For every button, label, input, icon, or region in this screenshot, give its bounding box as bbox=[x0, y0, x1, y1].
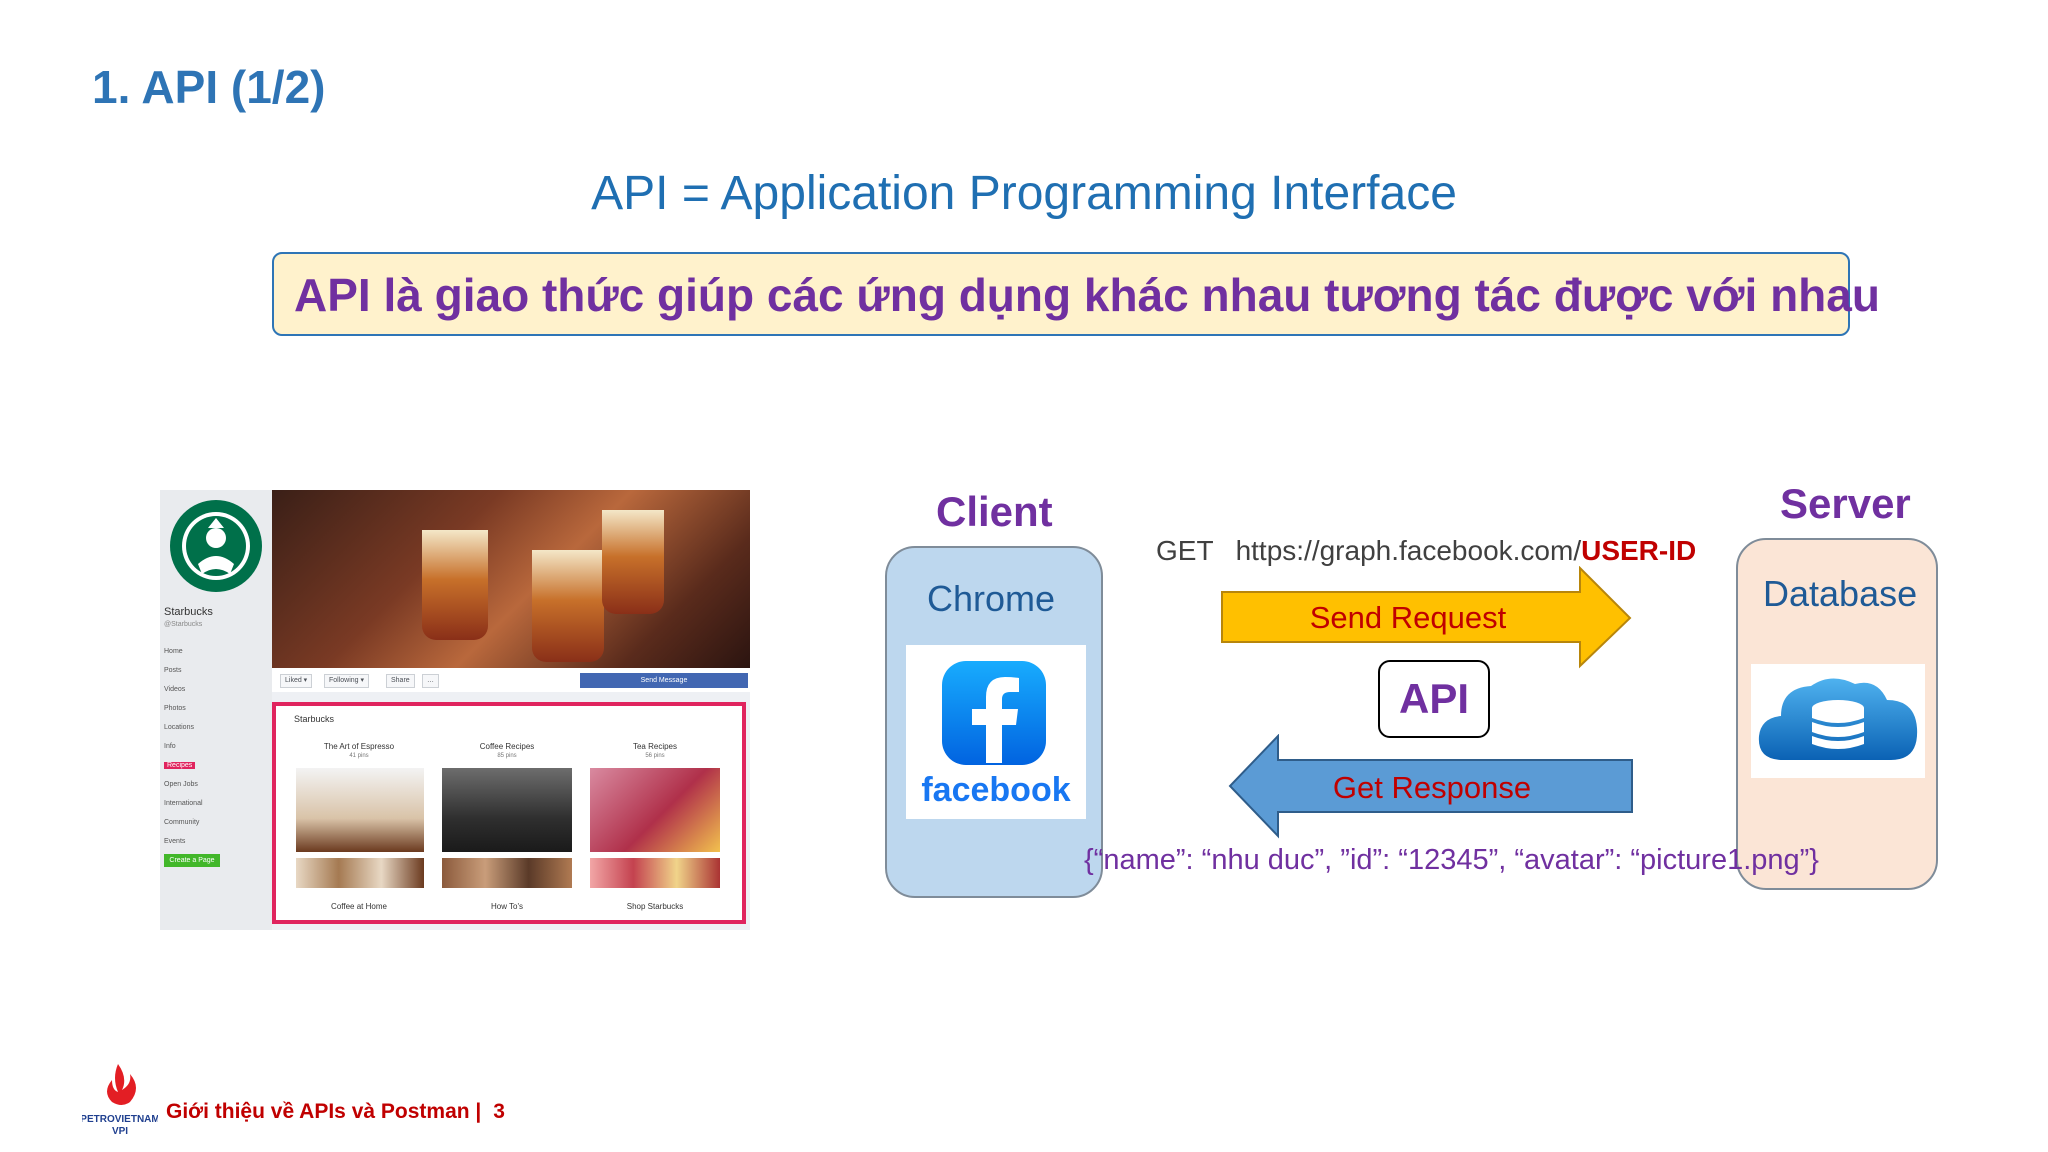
petrovietnam-logo: PETROVIETNAM VPI bbox=[82, 1064, 158, 1136]
http-method: GET bbox=[1156, 535, 1214, 566]
more-button[interactable]: … bbox=[422, 674, 439, 688]
board-title[interactable]: How To's bbox=[490, 902, 524, 911]
request-url: https://graph.facebook.com/ bbox=[1235, 535, 1582, 566]
facebook-wordmark: facebook bbox=[921, 771, 1071, 809]
fb-sidebar: Starbucks @Starbucks Home Posts Videos P… bbox=[160, 490, 272, 930]
board-subtitle: 41 pins bbox=[349, 753, 369, 759]
send-request-arrow: Send Request bbox=[1221, 566, 1632, 669]
fb-sidebar-item[interactable]: International bbox=[164, 800, 203, 807]
facebook-logo: facebook bbox=[906, 645, 1086, 819]
database-caption: Database bbox=[1763, 573, 1918, 614]
response-json: {“name”: “nhu duc”, ”id”: “12345”, “avat… bbox=[1084, 844, 1819, 876]
coffee-board-image bbox=[442, 768, 572, 852]
get-response-label: Get Response bbox=[1333, 770, 1531, 805]
fb-sidebar-item[interactable]: Open Jobs bbox=[164, 781, 198, 788]
fb-page-name: Starbucks bbox=[164, 606, 213, 618]
facebook-f-icon bbox=[942, 661, 1046, 765]
fb-sidebar-item[interactable]: Videos bbox=[164, 686, 186, 693]
drink-cup-image bbox=[532, 550, 604, 662]
board-title[interactable]: Coffee Recipes bbox=[479, 742, 535, 751]
fb-sidebar-item[interactable]: Home bbox=[164, 648, 183, 655]
create-page-button[interactable]: Create a Page bbox=[164, 854, 220, 867]
fb-sidebar-item[interactable]: Locations bbox=[164, 724, 194, 731]
drink-cup-image bbox=[422, 530, 488, 640]
logo-text-bottom: VPI bbox=[112, 1126, 128, 1136]
slide-title: 1. API (1/2) bbox=[92, 61, 326, 113]
fb-sidebar-item[interactable]: Posts bbox=[164, 667, 182, 674]
fb-sidebar-item[interactable]: Photos bbox=[164, 705, 186, 712]
fb-page-toolbar: Liked ▾ Following ▾ Share … Send Message bbox=[272, 668, 750, 692]
fb-sidebar-item[interactable]: Community bbox=[164, 819, 200, 826]
send-message-button[interactable]: Send Message bbox=[580, 673, 748, 688]
page-number: 3 bbox=[493, 1100, 505, 1123]
fb-panel-title: Starbucks bbox=[294, 714, 335, 724]
board-title[interactable]: Tea Recipes bbox=[632, 742, 678, 751]
following-button[interactable]: Following ▾ bbox=[324, 674, 370, 688]
board-title[interactable]: The Art of Espresso bbox=[323, 742, 395, 751]
fb-cover-photo bbox=[272, 490, 750, 668]
get-request-line: GET https://graph.facebook.com/USER-ID bbox=[1156, 535, 1696, 567]
board-thumbnails bbox=[296, 858, 424, 888]
board-thumbnails bbox=[590, 858, 720, 888]
board-thumbnails bbox=[442, 858, 572, 888]
footer-text: Giới thiệu về APIs và Postman | bbox=[166, 1100, 482, 1123]
drink-cup-image bbox=[602, 510, 664, 614]
board-title[interactable]: Coffee at Home bbox=[331, 902, 387, 911]
espresso-board-image bbox=[296, 768, 424, 852]
share-button[interactable]: Share bbox=[386, 674, 415, 688]
server-label: Server bbox=[1780, 480, 1911, 527]
starbucks-logo bbox=[170, 500, 262, 592]
tea-board-image bbox=[590, 768, 720, 852]
footer-caption: Giới thiệu về APIs và Postman | 3 bbox=[166, 1100, 505, 1124]
liked-button[interactable]: Liked ▾ bbox=[280, 674, 313, 688]
client-label: Client bbox=[936, 488, 1053, 535]
api-acronym-subtitle: API = Application Programming Interface bbox=[591, 167, 1457, 220]
definition-box: API là giao thức giúp các ứng dụng khác … bbox=[272, 252, 1880, 336]
fb-page-handle: @Starbucks bbox=[164, 621, 203, 628]
database-cloud-icon bbox=[1751, 664, 1925, 778]
fb-sidebar-item[interactable]: Events bbox=[164, 838, 186, 845]
board-title[interactable]: Shop Starbucks bbox=[626, 902, 684, 911]
fb-boards-panel: Starbucks The Art of Espresso 41 pins Co… bbox=[272, 702, 746, 924]
get-response-arrow: Get Response bbox=[1228, 734, 1633, 839]
board-subtitle: 56 pins bbox=[645, 753, 665, 759]
fb-sidebar-item-active[interactable]: Recipes bbox=[164, 762, 196, 769]
request-param: USER-ID bbox=[1581, 535, 1697, 566]
fb-sidebar-item[interactable]: Info bbox=[164, 743, 176, 750]
board-subtitle: 85 pins bbox=[497, 753, 517, 759]
facebook-page-screenshot: Starbucks @Starbucks Home Posts Videos P… bbox=[160, 490, 750, 930]
api-badge: API bbox=[1378, 660, 1490, 738]
logo-text-top: PETROVIETNAM bbox=[82, 1114, 158, 1125]
definition-text: API là giao thức giúp các ứng dụng khác … bbox=[294, 269, 1880, 321]
chrome-caption: Chrome bbox=[927, 578, 1056, 619]
send-request-label: Send Request bbox=[1310, 600, 1507, 635]
